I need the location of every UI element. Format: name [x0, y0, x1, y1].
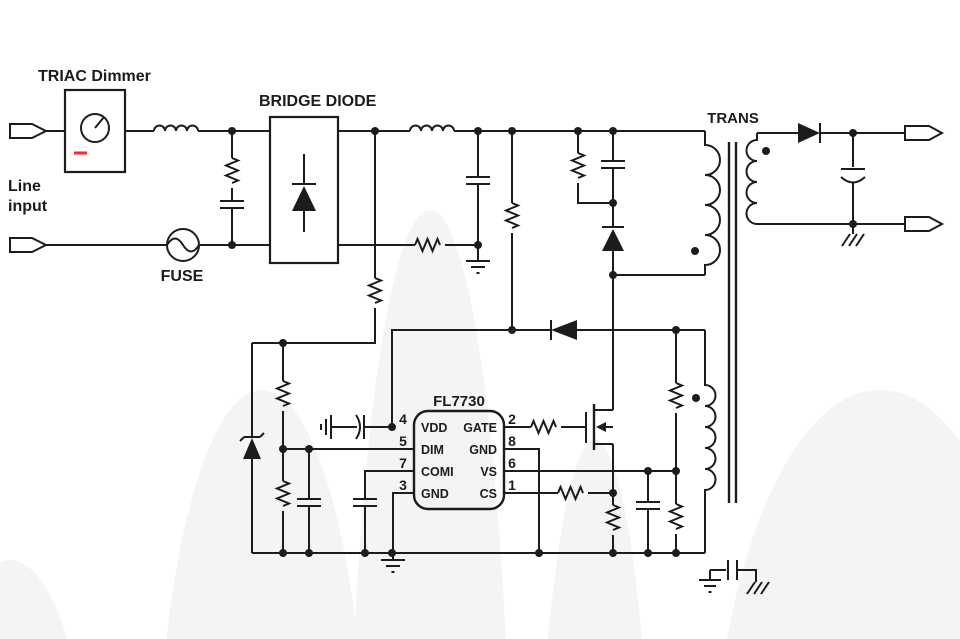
snubber-capacitor [601, 160, 625, 169]
secondary-dot [762, 147, 770, 155]
vs-filter-capacitor [636, 501, 660, 510]
emi-input-filter [153, 124, 270, 245]
input-terminal-neutral [9, 237, 49, 253]
power-mosfet [585, 275, 614, 493]
bridge-diode-label: BRIDGE DIODE [259, 93, 377, 110]
dc-bus [338, 124, 705, 274]
line-sense-resistor [368, 277, 382, 304]
y-capacitor-icon [727, 560, 738, 580]
output-terminal-positive [904, 125, 945, 141]
output-capacitor-icon [840, 168, 866, 184]
gate-resistor [530, 420, 557, 434]
bus-inductor [409, 124, 455, 132]
primary-dot [691, 247, 699, 255]
output-terminal-negative [904, 216, 945, 232]
pin-number-4: 4 [399, 411, 407, 427]
primary-ground-icon [381, 559, 405, 573]
pin-name-cs: CS [480, 487, 497, 501]
ic-body [412, 409, 506, 511]
line-input-section: Line input [8, 123, 167, 253]
input-damper-resistor [225, 157, 239, 184]
dim-sense-network [239, 131, 414, 553]
input-damper-capacitor [220, 200, 244, 209]
pin-name-gnd-right: GND [469, 443, 497, 457]
aux-rectifier-diode-icon [550, 320, 577, 340]
rcd-snubber [571, 131, 705, 276]
gate-drive [504, 420, 586, 434]
pin-name-comi: COMI [421, 465, 454, 479]
y-capacitor-section [699, 560, 770, 595]
pin-name-gate: GATE [463, 421, 497, 435]
junction-dots [228, 127, 857, 557]
ycap-primary-ground-icon [699, 579, 721, 593]
pin-number-7: 7 [399, 455, 407, 471]
pin-number-1: 1 [508, 477, 516, 493]
snubber-resistor [571, 152, 585, 179]
pin-number-2: 2 [508, 411, 516, 427]
triac-dimmer: TRIAC Dimmer [38, 68, 154, 174]
triac-dimmer-box [63, 88, 127, 174]
pin-number-5: 5 [399, 433, 407, 449]
secondary-winding [745, 133, 758, 225]
vs-lower-resistor [669, 503, 683, 530]
line-input-label-2: input [8, 198, 48, 215]
transformer-label: TRANS [707, 110, 759, 127]
vdd-supply-path [320, 131, 705, 440]
bus-ground-icon [466, 260, 490, 274]
auxiliary-winding [704, 330, 717, 553]
comi-compensation [353, 470, 414, 553]
snubber-diode-icon [602, 226, 624, 251]
vdd-capacitor [320, 414, 392, 440]
zener-diode-icon [239, 343, 265, 553]
core-icon [727, 142, 738, 503]
ic-name-label: FL7730 [433, 393, 485, 410]
pin-number-6: 6 [508, 455, 516, 471]
pin-name-dim: DIM [421, 443, 444, 457]
controller-ic: FL7730 VDD DIM COMI GND GATE GND VS CS 4… [399, 393, 516, 511]
fuse: FUSE [161, 228, 270, 285]
output-rectifier-diode-icon [798, 123, 821, 143]
dimmer-knob-icon [80, 113, 110, 143]
mosfet-body-arrow-icon [596, 422, 606, 432]
bus-filter-capacitor [466, 176, 490, 185]
vs-upper-resistor [669, 382, 683, 409]
pin-name-gnd-left: GND [421, 487, 449, 501]
line-input-label-1: Line [8, 178, 41, 195]
transformer: TRANS [691, 110, 770, 553]
vdd-ground-icon [320, 415, 332, 439]
gnd8-trace [504, 448, 540, 553]
output-section [757, 123, 945, 247]
bridge-rectifier: BRIDGE DIODE [259, 93, 377, 265]
pin-name-vdd: VDD [421, 421, 447, 435]
auxiliary-dot [692, 394, 700, 402]
ycap-chassis-ground-icon [746, 581, 770, 595]
pin-number-8: 8 [508, 433, 516, 449]
triac-dimmer-label: TRIAC Dimmer [38, 68, 151, 85]
startup-resistor [505, 202, 519, 229]
input-inductor [153, 124, 199, 132]
pin-number-3: 3 [399, 477, 407, 493]
fuse-label: FUSE [161, 268, 204, 285]
output-chassis-ground-icon [841, 224, 865, 247]
input-terminal-live [9, 123, 49, 139]
pin-name-vs: VS [480, 465, 497, 479]
primary-winding [704, 131, 721, 275]
